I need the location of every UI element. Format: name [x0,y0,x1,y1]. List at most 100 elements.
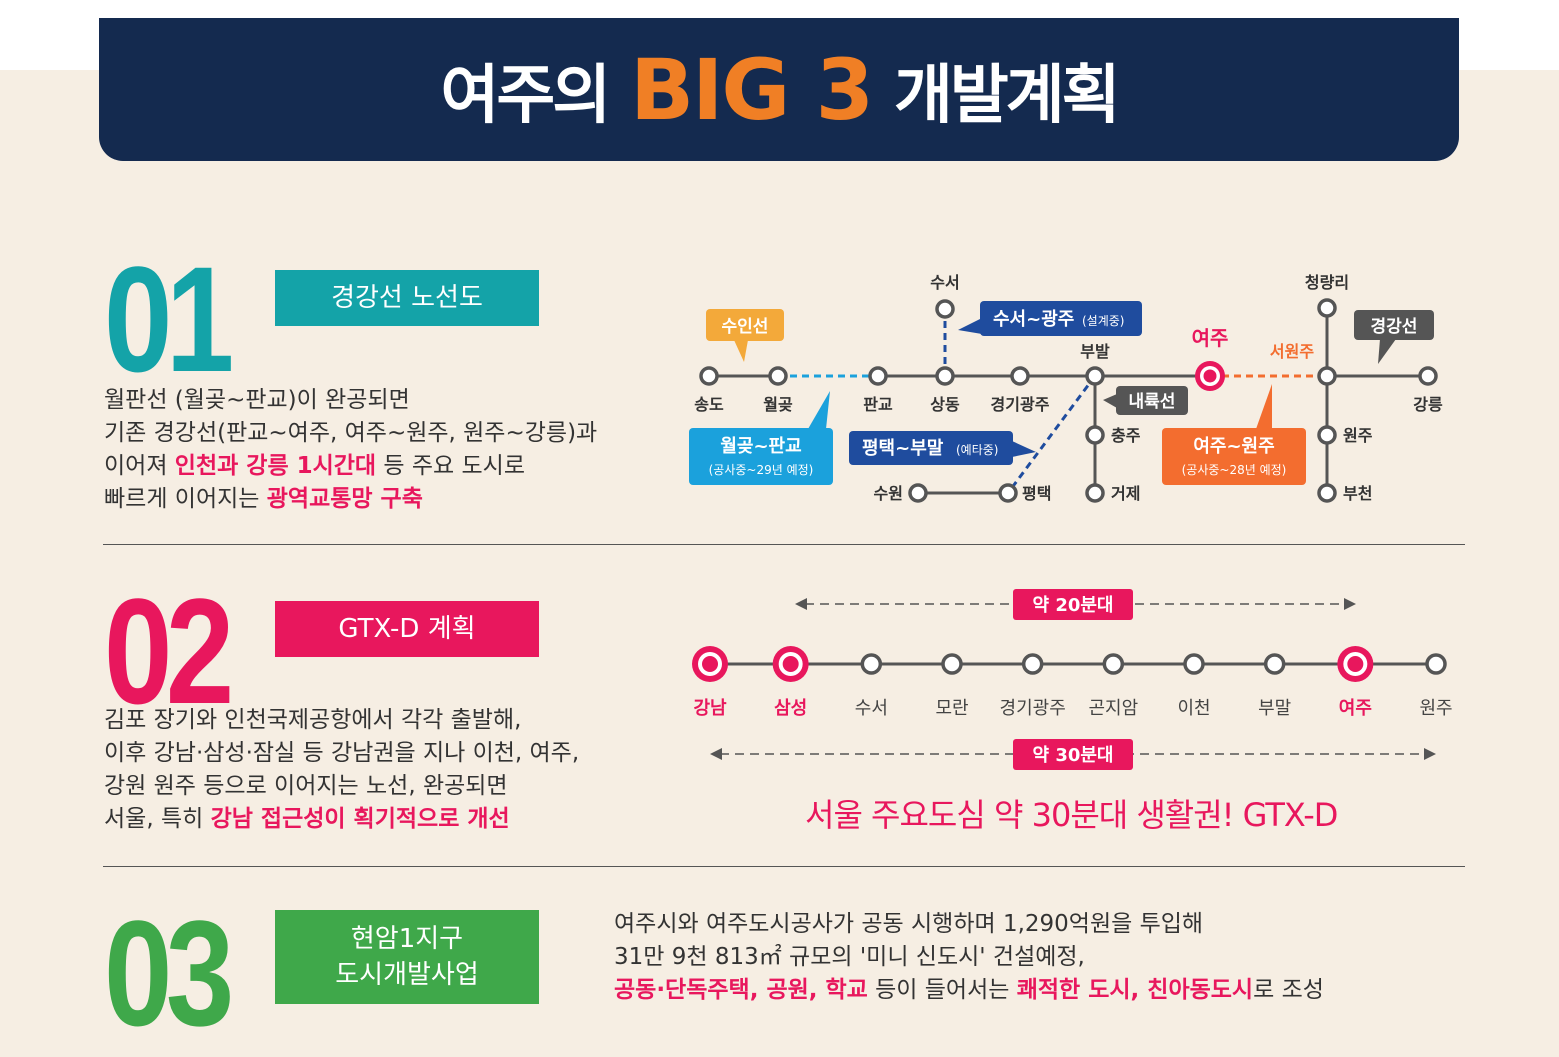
title-suffix: 개발계획 [894,58,1121,133]
tag-yeoju-wonju-text: 여주~원주 [1193,436,1274,457]
gtx-station-marker-core [1347,656,1364,672]
tag-suin: 수인선 [706,309,784,362]
title-banner: 여주의 BIG 3 개발계획 [99,18,1459,161]
station-yeoju-label: 여주 [1192,326,1229,350]
gtx-station-label: 여주 [1339,698,1372,719]
desc-line: 공동·단독주택, 공원, 학교 등이 들어서는 쾌적한 도시, 친아동도시로 조… [614,974,1324,1007]
desc-text: 서울, 특히 [104,806,211,832]
label-line: 현암1지구 [350,924,464,954]
time-arrow-top-left-head [795,598,807,610]
gtx-station-marker [1183,653,1205,675]
gtx-station-marker [1102,653,1125,675]
desc-line: 강원 원주 등으로 이어지는 노선, 완공되면 [104,773,508,799]
section-label-03: 현암1지구 도시개발사업 [275,910,539,1004]
gtx-station-marker [1263,653,1286,675]
station-suwon-marker [908,483,928,503]
gtx-station-label: 원주 [1419,698,1452,719]
section-number-02: 02 [104,567,234,735]
desc-line: 월판선 (월곶~판교)이 완공되면 [104,387,410,413]
station-gwangju-marker [1010,366,1030,386]
station-wonju-label: 원주 [1343,426,1373,445]
label-line: 도시개발사업 [335,960,479,990]
section-desc-03: 여주시와 여주도시공사가 공동 시행하며 1,290억원을 투입해 31만 9천… [614,908,1324,1007]
gtx-station-label: 강남 [693,698,727,719]
gtx-station-label: 이천 [1177,698,1210,719]
divider [103,866,1465,867]
gtx-station-label: 경기광주 [1000,698,1066,719]
desc-text: 등 주요 도시로 [376,453,526,479]
station-suseo-marker [935,299,955,319]
station-pangyo-marker [868,366,888,386]
station-songdo-marker [699,366,719,386]
tag-naeryuk-text: 내륙선 [1129,392,1176,412]
tag-yeoju-wonju: 여주~원주 (공사중~28년 예정) [1162,384,1306,485]
desc-text: 로 조성 [1253,977,1324,1003]
desc-text: 빠르게 이어지는 [104,486,267,512]
tag-pyeongtaek-bumal: 평택~부말 (예타중) [849,431,1036,465]
desc-highlight: 광역교통망 구축 [266,486,423,512]
gtx-station-marker [1021,653,1044,675]
station-wolgot-label: 월곶 [763,395,793,414]
time-badge-top-text: 약 20분대 [1033,594,1114,616]
section-number-01: 01 [104,235,234,403]
station-wonju-marker [1317,425,1337,445]
station-pyeongtaek-marker [998,483,1018,503]
desc-highlight: 공동·단독주택, 공원, 학교 [614,977,868,1003]
desc-line: 이후 강남·삼성·잠실 등 강남권을 지나 이천, 여주, [104,740,580,766]
tag-pyeongtaek-bumal-text: 평택~부말 [862,438,944,459]
station-wolgot-marker [768,366,788,386]
gtx-slogan: 서울 주요도심 약 30분대 생활권! GTX-D [805,796,1338,834]
section-desc-01: 월판선 (월곶~판교)이 완공되면 기존 경강선(판교~여주, 여주~원주, 원… [104,384,597,516]
title-accent: BIG 3 [630,40,874,139]
desc-text: 등이 들어서는 [867,977,1017,1003]
desc-line: 여주시와 여주도시공사가 공동 시행하며 1,290억원을 투입해 [614,911,1204,937]
station-chungju-label: 충주 [1111,426,1141,445]
desc-highlight: 강남 접근성이 획기적으로 개선 [210,806,510,832]
divider [103,544,1465,545]
station-gangneung-label: 강릉 [1413,395,1443,414]
desc-line: 김포 장기와 인천국제공항에서 각각 출발해, [104,707,522,733]
station-cheongnyangni-label: 청량리 [1305,273,1349,292]
tag-wolgot-pangyo-text: 월곶~판교 [720,436,801,457]
gtx-station-marker [1425,653,1447,675]
tag-yeoju-wonju-note: (공사중~28년 예정) [1182,463,1287,477]
desc-line: 31만 9천 813㎡ 규모의 '미니 신도시' 건설예정, [614,944,1085,970]
station-bucheon-label: 부천 [1343,484,1372,503]
time-badge-top [1013,589,1133,620]
desc-highlight: 인천과 강릉 1시간대 [174,453,377,479]
tag-suseo-gwangju-note: (설계중) [1082,314,1124,328]
tag-naeryuk: 내륙선 [1103,386,1188,415]
station-seowonju-marker [1317,366,1337,386]
time-arrow-top-right-head [1344,598,1356,610]
page-title: 여주의 BIG 3 개발계획 [99,18,1459,161]
station-chungju-marker [1085,425,1105,445]
station-geoje-label: 거제 [1111,484,1140,503]
section-number-03: 03 [104,889,234,1057]
time-arrow-bottom-left-head [710,748,722,760]
desc-line: 빠르게 이어지는 광역교통망 구축 [104,483,597,516]
gtx-station-label: 모란 [935,698,968,719]
station-songdo-label: 송도 [694,395,724,414]
station-suwon-label: 수원 [874,484,903,503]
desc-highlight: 쾌적한 도시, 친아동도시 [1016,977,1254,1003]
station-bubal-label: 부발 [1080,342,1110,361]
tag-suseo-gwangju: 수서~광주 (설계중) [958,301,1142,336]
tag-gyeonggang: 경강선 [1354,310,1434,364]
section-label-02: GTX-D 계획 [275,601,539,657]
tag-wolgot-pangyo: 월곶~판교 (공사중~29년 예정) [689,391,833,485]
gtx-station-label: 곤지암 [1088,698,1138,719]
tag-pyeongtaek-bumal-note: (예타중) [956,443,998,457]
desc-line: 이어져 인천과 강릉 1시간대 등 주요 도시로 [104,450,597,483]
station-seowonju-label: 서원주 [1270,342,1314,361]
gtx-station-marker [941,653,963,675]
route-map: 송도 월곶 판교 상동 경기광주 부발 강릉 수서 청량리 충주 거제 원주 부… [689,273,1443,503]
tag-wolgot-pangyo-note: (공사중~29년 예정) [709,463,814,477]
station-yeoju-marker-inner [1203,369,1217,383]
desc-text: 이어져 [104,453,175,479]
gtx-station-marker [860,653,883,675]
station-pyeongtaek-label: 평택 [1022,484,1051,503]
station-sangdong-label: 상동 [930,395,960,414]
